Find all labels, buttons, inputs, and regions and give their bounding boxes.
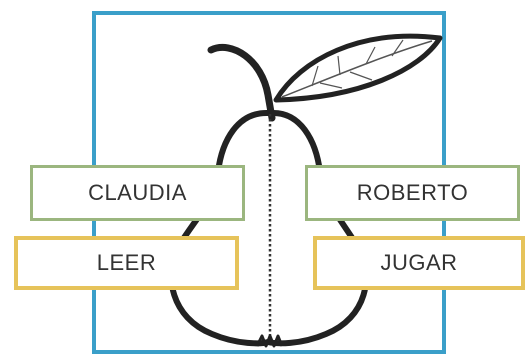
name-box-left: CLAUDIA xyxy=(30,165,245,221)
word-box-right: JUGAR xyxy=(313,236,525,290)
word-left-text: LEER xyxy=(96,250,157,275)
leaf-vein xyxy=(311,65,319,87)
word-box-left: LEER xyxy=(14,236,239,290)
leaf-vein xyxy=(349,71,373,81)
leaf-vein xyxy=(337,55,341,76)
word-right-text: JUGAR xyxy=(380,250,458,275)
name-left-text: CLAUDIA xyxy=(88,180,187,205)
leaf-vein xyxy=(391,39,404,57)
pear-blossom-end xyxy=(255,334,284,348)
leaf-vein xyxy=(281,40,433,98)
name-box-right: ROBERTO xyxy=(305,165,520,221)
leaf-vein xyxy=(365,46,376,65)
name-right-text: ROBERTO xyxy=(356,180,469,205)
leaf-vein xyxy=(319,82,343,89)
pear-body xyxy=(168,109,369,347)
pear-stem xyxy=(207,43,276,122)
